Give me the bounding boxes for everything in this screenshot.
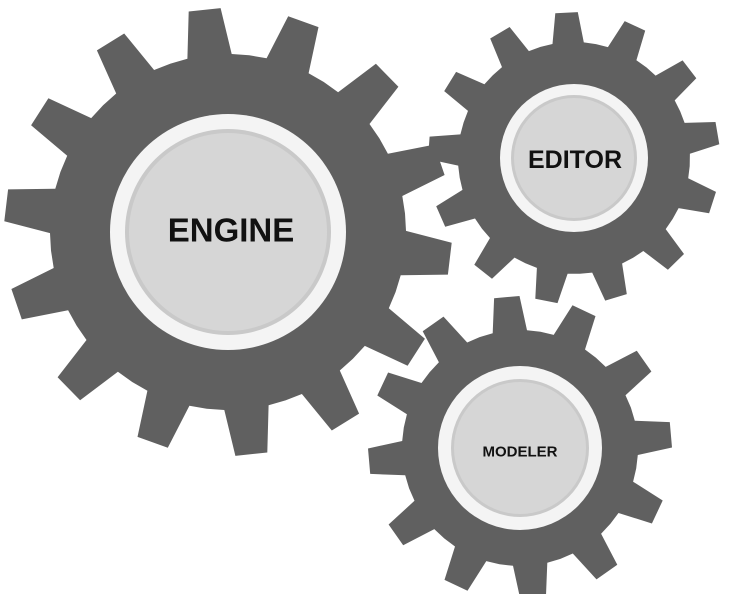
- engine-gear-hub: [129, 133, 327, 331]
- engine-gear: ENGINE: [4, 8, 452, 456]
- modeler-gear: MODELER: [368, 296, 672, 594]
- modeler-gear-hub: [454, 382, 586, 514]
- editor-label: EDITOR: [528, 146, 622, 174]
- modeler-label: MODELER: [483, 444, 558, 461]
- engine-label: ENGINE: [168, 212, 295, 249]
- editor-gear-hub: [514, 98, 634, 218]
- editor-gear: EDITOR: [428, 12, 720, 304]
